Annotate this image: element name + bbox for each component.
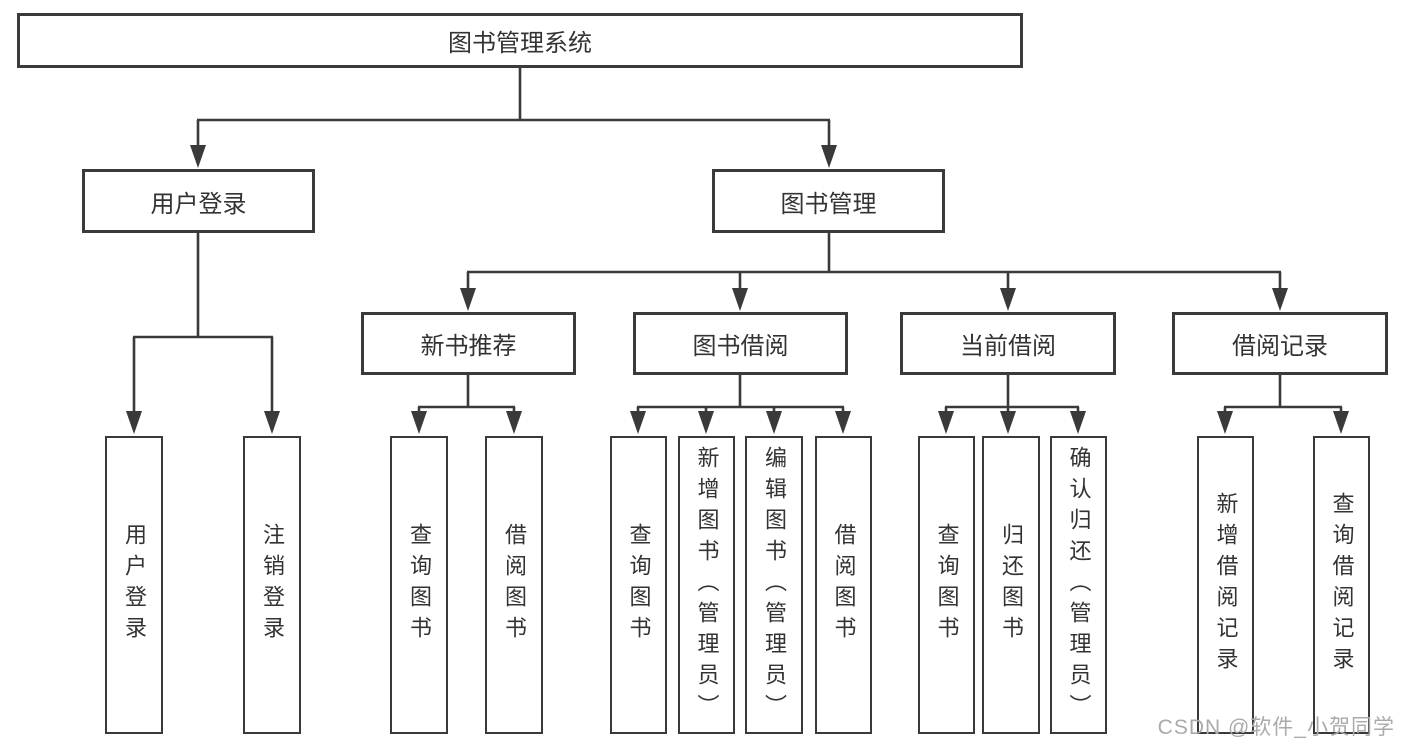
node-book-management-branch: 图书管理 (712, 169, 945, 233)
leaf-return-books: 归还图书 (982, 436, 1040, 734)
leaf-query-books-current: 查询图书 (918, 436, 975, 734)
node-borrowing-records: 借阅记录 (1172, 312, 1388, 375)
leaf-add-books-admin: 新增图书（管理员） (678, 436, 735, 734)
node-current-borrowing: 当前借阅 (900, 312, 1116, 375)
node-root-library-system: 图书管理系统 (17, 13, 1023, 68)
leaf-add-borrow-record: 新增借阅记录 (1197, 436, 1254, 734)
leaf-query-books-recommend: 查询图书 (390, 436, 448, 734)
leaf-borrow-books-recommend: 借阅图书 (485, 436, 543, 734)
leaf-user-login: 用户登录 (105, 436, 163, 734)
arrowheads (126, 145, 1349, 434)
node-new-book-recommend: 新书推荐 (361, 312, 576, 375)
csdn-watermark: CSDN @软件_小贺同学 (1157, 716, 1395, 739)
node-book-borrowing: 图书借阅 (633, 312, 848, 375)
leaf-confirm-return-admin: 确认归还（管理员） (1050, 436, 1107, 734)
node-user-login-branch: 用户登录 (82, 169, 315, 233)
leaf-logout: 注销登录 (243, 436, 301, 734)
leaf-query-borrow-record: 查询借阅记录 (1313, 436, 1370, 734)
leaf-edit-books-admin: 编辑图书（管理员） (745, 436, 803, 734)
leaf-borrow-books: 借阅图书 (815, 436, 872, 734)
leaf-query-books-borrowing: 查询图书 (610, 436, 667, 734)
